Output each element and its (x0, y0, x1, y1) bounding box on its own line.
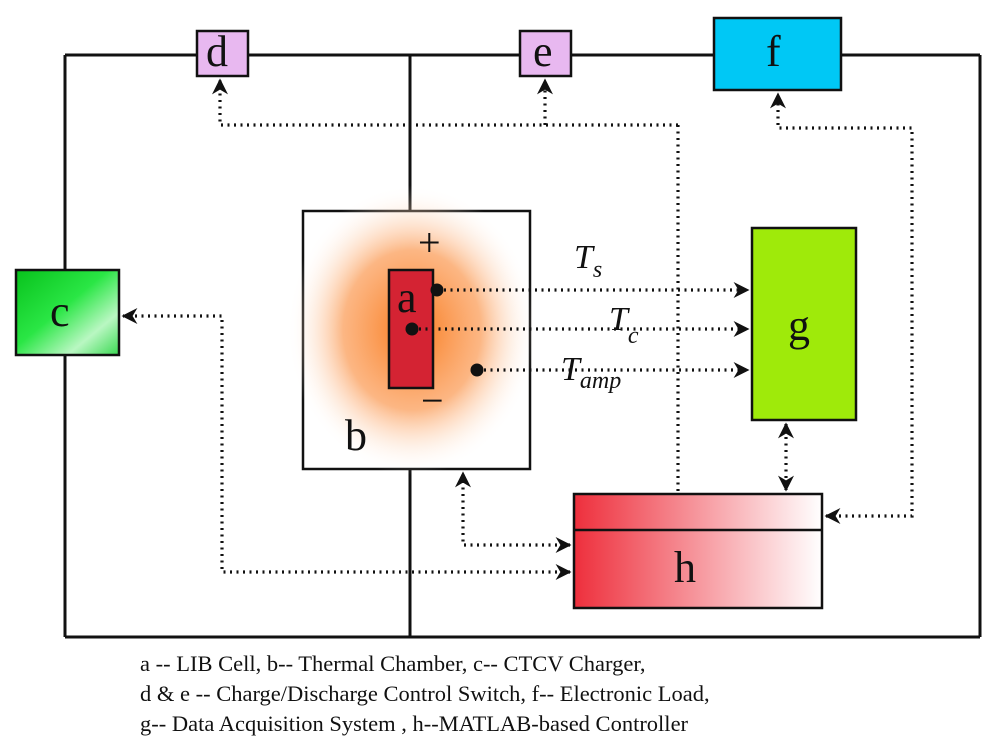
switch-e: e (518, 27, 573, 78)
negative-terminal-label: − (421, 378, 444, 423)
legend: a -- LIB Cell, b-- Thermal Chamber, c-- … (140, 649, 980, 739)
control-links (121, 78, 914, 580)
controller-box (572, 492, 824, 610)
thermal-chamber-letter: b (345, 411, 367, 460)
electronic-load: f (712, 16, 843, 92)
charger: c (14, 268, 121, 357)
chamber-control-link (455, 471, 572, 553)
load-control-link (770, 92, 914, 524)
data-acquisition: g (750, 226, 858, 422)
electronic-load-box (712, 16, 843, 92)
core-temp-label: Tc (609, 301, 639, 349)
lib-cell-letter: a (397, 273, 417, 322)
switch-e-box (518, 29, 573, 78)
surface-temp-label: Ts (574, 239, 602, 283)
sensor-point-core (405, 322, 419, 336)
switch-d: d (195, 27, 250, 78)
charger-box (14, 268, 121, 357)
sensor-point-ambient (470, 363, 484, 377)
legend-line: a -- LIB Cell, b-- Thermal Chamber, c-- … (140, 651, 646, 676)
charger-letter: c (50, 287, 70, 336)
data-acquisition-letter: g (788, 301, 810, 350)
legend-line: g-- Data Acquisition System , h--MATLAB-… (140, 711, 689, 736)
sensor-point-surface (430, 283, 444, 297)
switch-d-box (195, 29, 250, 78)
charger-control-link (121, 308, 572, 580)
electronic-load-letter: f (766, 27, 781, 76)
switch-d-letter: d (206, 27, 228, 76)
ambient-temp-label: Tamp (561, 351, 621, 394)
switch-e-letter: e (533, 27, 553, 76)
switch-d-control-link (212, 78, 678, 127)
controller: h (572, 492, 824, 610)
legend-line: d & e -- Charge/Discharge Control Switch… (140, 681, 710, 706)
controller-letter: h (674, 543, 696, 592)
positive-terminal-label: + (418, 220, 441, 265)
